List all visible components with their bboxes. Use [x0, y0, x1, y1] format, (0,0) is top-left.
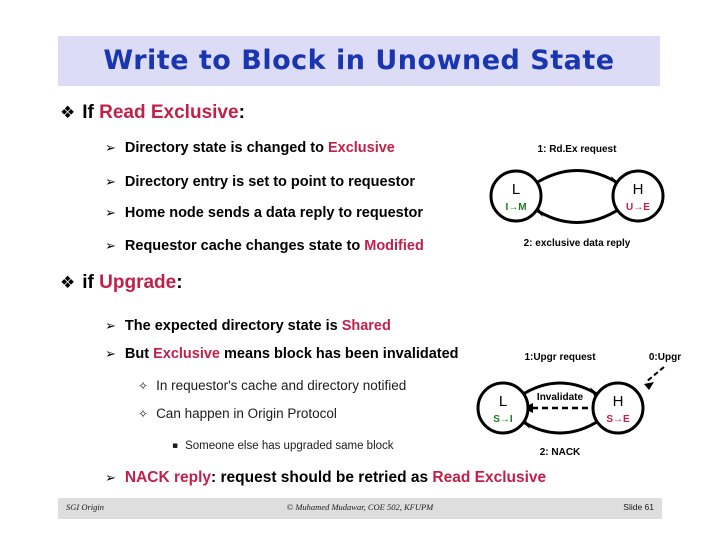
node-local-circle [489, 169, 543, 223]
footer-slide-number: Slide 61 [623, 502, 654, 512]
bullet-text-prefix: if [82, 272, 100, 293]
bullet-text-middle: : request should be retried as [211, 469, 433, 486]
bullet-s2-item-1: ➢ But Exclusive means block has been inva… [105, 346, 459, 362]
bullet-s2-subitem-1: ✧ Can happen in Origin Protocol [138, 406, 337, 421]
bullet-text-suffix: : [238, 102, 245, 123]
bullet-text-prefix: Directory state is changed to [124, 140, 328, 156]
bullet-section2-heading: ❖ if Upgrade: [60, 272, 183, 294]
bullet-text-prefix: If [82, 102, 100, 123]
node-home-transition: S→E [606, 414, 630, 425]
footer-left-text: SGI Origin [66, 502, 105, 512]
bullet-section1-heading: ❖ If Read Exclusive: [60, 102, 245, 124]
slide-title-band: Write to Block in Unowned State [58, 36, 660, 86]
arrow-bullet-icon: ➢ [105, 206, 116, 221]
bullet-text-prefix: Directory entry is set to point to reque… [124, 174, 415, 190]
bullet-text-prefix: Requestor cache changes state to [124, 238, 365, 254]
bullet-s1-item-0: ➢ Directory state is changed to Exclusive [105, 140, 395, 156]
bullet-s1-item-2: ➢ Home node sends a data reply to request… [105, 205, 423, 221]
state-diagram-upgrade: 1:Upgr request 0:Upgr Invalidate L S→I H… [468, 348, 713, 458]
node-home-circle [591, 381, 645, 435]
bullet-s1-item-3: ➢ Requestor cache changes state to Modifi… [105, 238, 424, 254]
bullet-text: Someone else has upgraded same block [185, 440, 394, 452]
bullet-text-prefix: Home node sends a data reply to requesto… [124, 205, 424, 221]
node-home-label: H [613, 393, 624, 410]
bullet-text-prefix: But [124, 346, 154, 362]
arrow-external-upgr [645, 366, 665, 383]
node-local-transition: I→M [505, 202, 526, 213]
arrow-bullet-icon: ➢ [105, 141, 116, 156]
footer-copyright: © Muhamed Mudawar, COE 502, KFUPM [286, 502, 434, 512]
node-home-circle [611, 169, 665, 223]
bullet-s2-final: ➢ NACK reply: request should be retried a… [105, 469, 546, 487]
star-bullet-icon: ✧ [138, 379, 149, 393]
bullet-text-highlight: Exclusive [327, 140, 395, 156]
arrow-bullet-icon: ➢ [105, 471, 116, 486]
node-local-label: L [499, 393, 507, 410]
node-local-label: L [512, 181, 520, 198]
bullet-text-highlight: Upgrade [99, 272, 177, 293]
page-title: Write to Block in Unowned State [103, 45, 615, 76]
bullet-s2-item-0: ➢ The expected directory state is Shared [105, 318, 391, 334]
bullet-text-suffix: : [176, 272, 183, 293]
square-bullet-icon: ▪ [172, 441, 179, 451]
arrow-bullet-icon: ➢ [105, 319, 116, 334]
arrow-nack [519, 418, 601, 435]
bullet-text: Can happen in Origin Protocol [156, 406, 337, 421]
diagram2-label-middle: Invalidate [537, 392, 584, 403]
bullet-s1-item-1: ➢ Directory entry is set to point to requ… [105, 174, 415, 190]
bullet-text: In requestor's cache and directory notif… [156, 378, 407, 393]
diamond-bullet-icon: ❖ [60, 103, 76, 123]
bullet-s2-subitem-0: ✧ In requestor's cache and directory noti… [138, 378, 406, 393]
bullet-s2-subsubitem-0: ▪ Someone else has upgraded same block [172, 440, 394, 452]
diagram1-label-top: 1: Rd.Ex request [538, 144, 618, 155]
bullet-text-suffix: means block has been invalidated [220, 346, 459, 362]
slide-footer: SGI Origin © Muhamed Mudawar, COE 502, K… [58, 498, 662, 519]
node-home-transition: U→E [626, 202, 650, 213]
bullet-text-highlight-1: NACK reply [124, 469, 212, 486]
diagram1-label-bottom: 2: exclusive data reply [524, 238, 631, 249]
bullet-text-highlight: Modified [364, 238, 424, 254]
diagram2-label-top: 1:Upgr request [524, 352, 596, 363]
diagram2-label-bottom: 2: NACK [540, 447, 581, 458]
bullet-text-highlight: Shared [341, 318, 391, 334]
arrow-bullet-icon: ➢ [105, 347, 116, 362]
node-home-label: H [633, 181, 644, 198]
arrowhead-external-upgr [644, 382, 654, 390]
bullet-text-prefix: The expected directory state is [124, 318, 342, 334]
state-diagram-read-exclusive: 1: Rd.Ex request L I→M H U→E 2: exclusiv… [478, 138, 678, 253]
bullet-text-highlight-2: Read Exclusive [432, 469, 547, 486]
bullet-text-highlight: Read Exclusive [99, 102, 239, 123]
node-local-circle [476, 381, 530, 435]
star-bullet-icon: ✧ [138, 407, 149, 421]
bullet-text-highlight: Exclusive [153, 346, 221, 362]
arrow-reply [532, 206, 622, 224]
node-local-transition: S→I [493, 414, 513, 425]
diagram2-label-external: 0:Upgr [649, 352, 681, 363]
diamond-bullet-icon: ❖ [60, 273, 76, 293]
arrow-bullet-icon: ➢ [105, 175, 116, 190]
arrow-request [532, 169, 622, 187]
arrow-bullet-icon: ➢ [105, 239, 116, 254]
